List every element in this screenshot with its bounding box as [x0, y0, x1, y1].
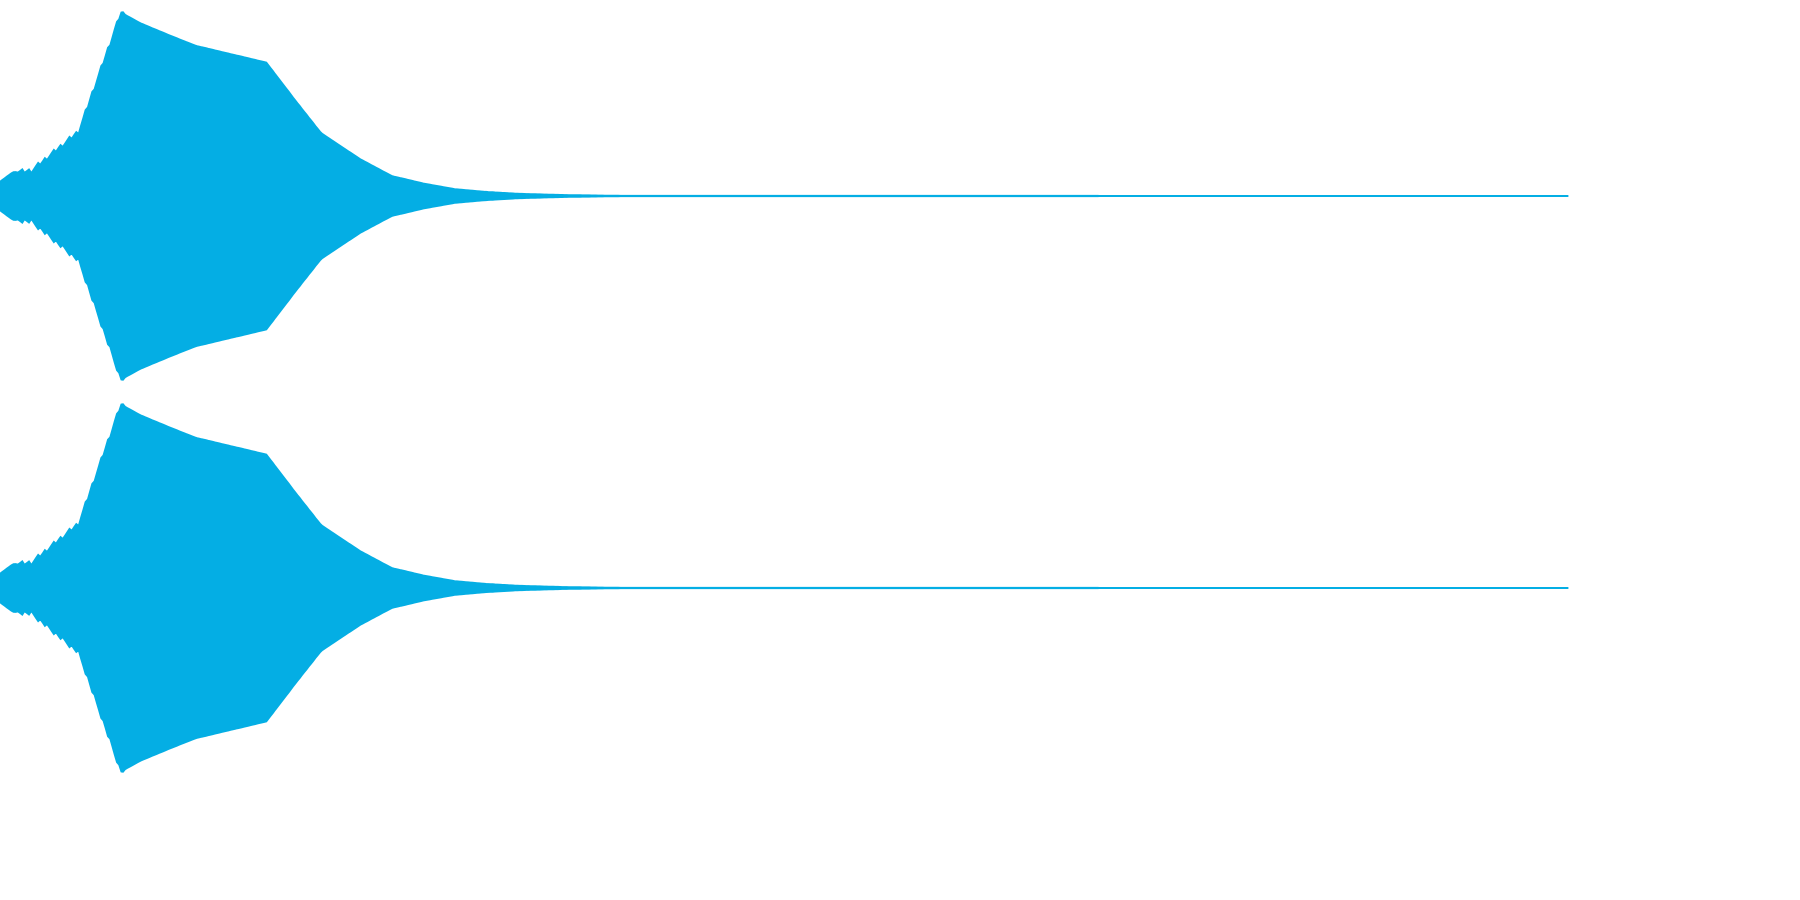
waveform-channel-upper	[0, 11, 1569, 381]
waveform-channel-lower	[0, 403, 1569, 773]
